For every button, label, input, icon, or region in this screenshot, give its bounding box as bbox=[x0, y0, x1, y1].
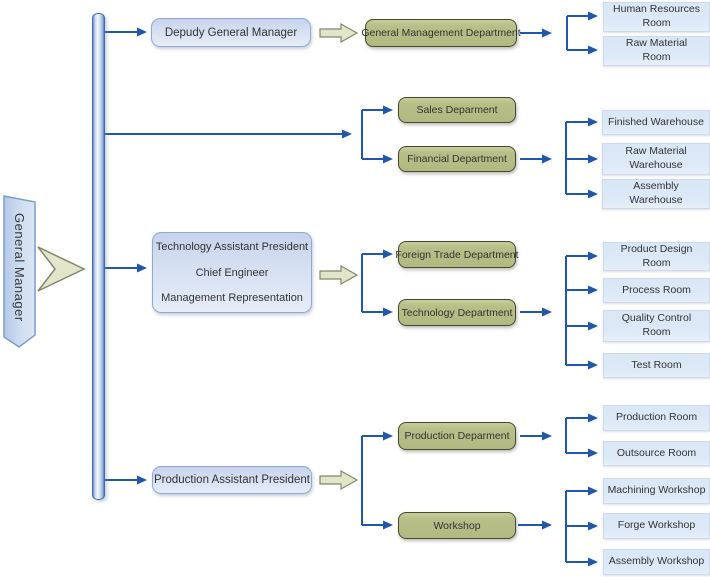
general-manager-shape bbox=[3, 195, 36, 348]
general-manager-node: General Manager bbox=[12, 212, 27, 322]
raw-material-warehouse-box: Raw Material Warehouse bbox=[602, 143, 710, 175]
sales-department-box: Sales Deparment bbox=[398, 97, 516, 123]
block-arrow-icon bbox=[319, 22, 359, 44]
chevron-arrow-icon bbox=[37, 246, 86, 292]
manager-title-line: Management Representation bbox=[161, 292, 303, 304]
production-room-box: Production Room bbox=[603, 405, 710, 431]
product-design-room-box: Product Design Room bbox=[603, 242, 710, 271]
financial-department-box: Financial Department bbox=[398, 146, 516, 172]
workshop-box: Workshop bbox=[398, 512, 516, 539]
machining-workshop-box: Machining Workshop bbox=[603, 478, 710, 504]
outsource-room-box: Outsource Room bbox=[603, 441, 710, 466]
foreign-trade-department-box: Foreign Trade Department bbox=[395, 241, 519, 268]
technology-assistant-president-box: Technology Assistant President Chief Eng… bbox=[152, 232, 312, 313]
trunk-bar bbox=[92, 13, 105, 500]
assembly-workshop-box: Assembly Workshop bbox=[603, 549, 710, 575]
block-arrow-icon bbox=[319, 264, 359, 286]
technology-department-box: Technology Department bbox=[398, 299, 516, 326]
forge-workshop-box: Forge Workshop bbox=[603, 513, 710, 539]
raw-material-room-box: Raw Material Room bbox=[603, 36, 710, 66]
deputy-general-manager-box: Depudy General Manager bbox=[151, 18, 311, 47]
quality-control-room-box: Quality Control Room bbox=[603, 310, 710, 342]
assembly-warehouse-box: Assembly Warehouse bbox=[602, 179, 710, 209]
finished-warehouse-box: Finished Warehouse bbox=[602, 110, 710, 135]
process-room-box: Process Room bbox=[603, 278, 710, 303]
manager-title-line: Technology Assistant President bbox=[155, 241, 309, 253]
block-arrow-icon bbox=[319, 469, 359, 491]
human-resources-room-box: Human Resources Room bbox=[603, 2, 710, 32]
test-room-box: Test Room bbox=[603, 353, 710, 378]
production-assistant-president-box: Production Assistant President bbox=[152, 466, 312, 494]
production-department-box: Production Deparment bbox=[398, 422, 516, 450]
general-management-department-box: General Management Department bbox=[361, 19, 521, 47]
manager-title-line: Chief Engineer bbox=[195, 266, 269, 279]
